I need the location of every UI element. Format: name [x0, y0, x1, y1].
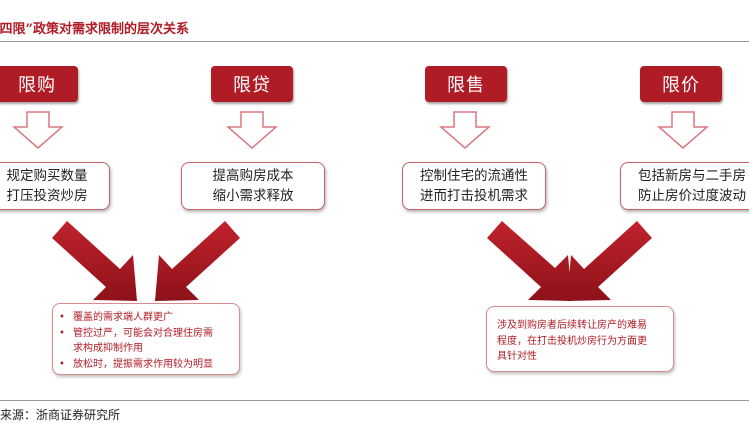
effect-line: 包括新房与二手房 — [638, 168, 746, 184]
down-arrow-1 — [12, 111, 64, 149]
down-arrow-4 — [657, 111, 709, 149]
converge-arrow-right-b — [567, 221, 652, 301]
policy-loan-limit: 限贷 — [211, 66, 293, 102]
down-arrow-2 — [226, 111, 278, 149]
converge-arrow-left-a — [52, 221, 137, 301]
bullet-icon: • — [59, 312, 65, 323]
policy-purchase-limit: 限购 — [0, 66, 78, 102]
list-item: • 放松时，提振需求作用较为明显 — [53, 357, 239, 373]
list-item-text: 放松时，提振需求作用较为明显 — [73, 358, 213, 370]
effect-line: 控制住宅的流通性 — [420, 168, 528, 184]
effect-price-limit: 包括新房与二手房 防止房价过度波动 — [620, 162, 749, 210]
list-item: • 管控过严，可能会对合理住房需 — [53, 326, 239, 342]
converge-arrow-left-b — [155, 221, 240, 301]
policy-sale-limit: 限售 — [425, 66, 507, 102]
bottom-rule — [0, 400, 749, 401]
converge-arrow-right-a — [487, 221, 572, 301]
figure-title: “四限”政策对需求限制的层次关系 — [0, 22, 189, 37]
effect-sale-limit: 控制住宅的流通性 进而打击投机需求 — [402, 162, 546, 210]
list-item-text: 管控过严，可能会对合理住房需 — [73, 327, 213, 339]
effect-loan-limit: 提高购房成本 缩小需求释放 — [181, 162, 325, 210]
down-arrow-3 — [439, 111, 491, 149]
list-item: • 覆盖的需求端人群更广 — [53, 310, 239, 326]
top-rule — [0, 41, 749, 42]
bullet-icon: • — [59, 327, 65, 339]
result-text-line: 具针对性 — [497, 351, 537, 362]
effect-line: 进而打击投机需求 — [420, 188, 528, 204]
effect-line: 规定购买数量 — [6, 168, 88, 184]
list-item: 求构成抑制作用 — [53, 341, 239, 357]
effect-line: 缩小需求释放 — [212, 188, 294, 204]
list-item-text: 求构成抑制作用 — [73, 343, 143, 354]
source-note: 资料来源：浙商证券研究所 — [0, 408, 121, 422]
policy-price-limit: 限价 — [640, 66, 722, 102]
list-item-text: 覆盖的需求端人群更广 — [73, 312, 173, 323]
result-text-line: 涉及到购房者后续转让房产的难易 — [497, 320, 647, 331]
result-text-line: 程度，在打击投机炒房行为方面更 — [497, 335, 647, 347]
bullet-icon: • — [59, 358, 65, 370]
effect-purchase-limit: 规定购买数量 打压投资炒房 — [0, 162, 110, 210]
effect-line: 打压投资炒房 — [6, 188, 88, 204]
effect-line: 提高购房成本 — [212, 168, 294, 184]
result-box-left: • 覆盖的需求端人群更广 • 管控过严，可能会对合理住房需 求构成抑制作用 • 放松时… — [52, 303, 240, 375]
effect-line: 防止房价过度波动 — [638, 188, 746, 204]
result-box-right: 涉及到购房者后续转让房产的难易 程度，在打击投机炒房行为方面更 具针对性 — [486, 306, 674, 372]
result-list: • 覆盖的需求端人群更广 • 管控过严，可能会对合理住房需 求构成抑制作用 • 放松时… — [53, 310, 239, 372]
